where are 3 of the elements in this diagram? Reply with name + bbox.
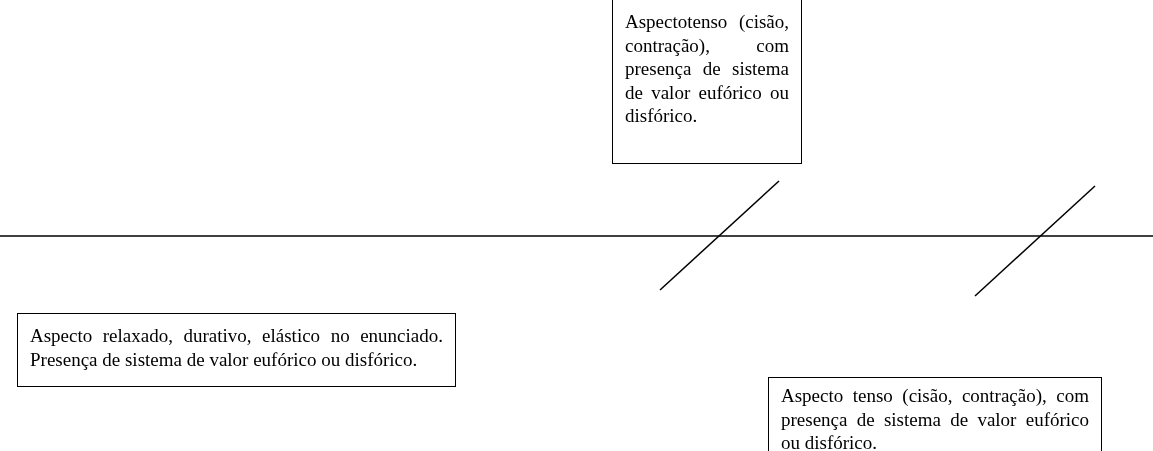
annotation-text: Aspecto tenso (cisão, contração), com presença de sistema de valor eufórico ou disfórico. [781, 384, 1089, 451]
annotation-text: Aspectotenso (cisão, contração), com presença de sistema de valor eufórico ou disfórico. [625, 10, 789, 128]
annotation-text: Aspecto relaxado, durativo, elástico no enunciado. Presença de sistema de valor eufórico ou disfórico. [30, 324, 443, 371]
